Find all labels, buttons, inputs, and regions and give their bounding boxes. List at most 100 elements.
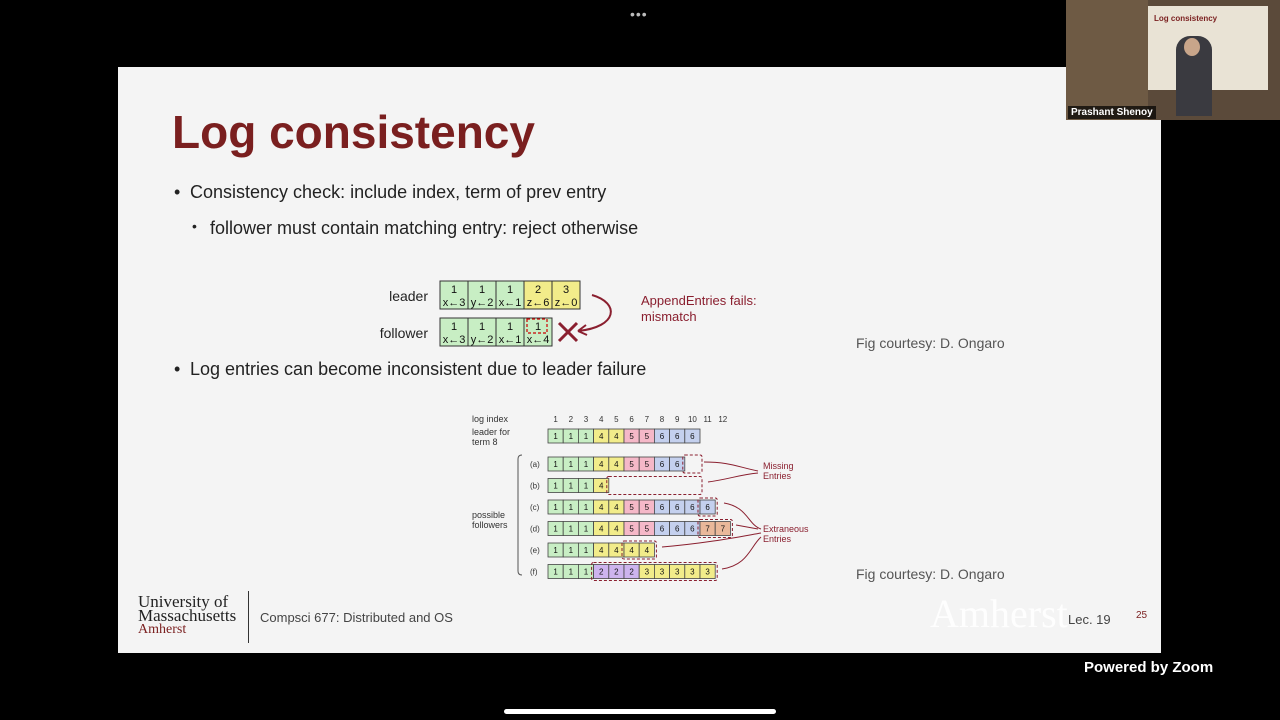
more-options-icon[interactable]: ••• [630, 6, 648, 22]
followers-bracket [518, 455, 522, 575]
log-entry-term: 1 [553, 525, 558, 534]
leader-log-entry: 1x←1 [496, 281, 524, 309]
log-entry-term: 3 [660, 568, 665, 577]
log-entry-term: 4 [599, 460, 604, 469]
leader-log-entry: 2z←6 [524, 281, 552, 309]
video-wall [1066, 0, 1148, 120]
entry-term: 1 [507, 321, 513, 333]
log-entry-term: 6 [690, 503, 695, 512]
entry-term: 1 [479, 321, 485, 333]
bullet-glyph: • [174, 359, 180, 380]
log-entry-term: 1 [553, 546, 558, 555]
log-entry-term: 3 [705, 568, 710, 577]
figure-2-credit: Fig courtesy: D. Ongaro [856, 566, 1005, 582]
log-entry-term: 5 [629, 460, 634, 469]
figure-1-credit: Fig courtesy: D. Ongaro [856, 335, 1005, 351]
log-entry-term: 4 [614, 503, 619, 512]
log-entry-term: 4 [614, 546, 619, 555]
follower-row-label: (e) [530, 546, 540, 555]
bullet-2-text: Log entries can become inconsistent due … [190, 359, 646, 380]
entry-command: z←6 [527, 297, 550, 309]
log-entry-term: 2 [614, 568, 619, 577]
log-entry-term: 1 [584, 432, 589, 441]
log-entry-term: 5 [645, 432, 650, 441]
mismatch-arrow [578, 295, 611, 331]
log-index-label: log index [472, 414, 509, 424]
log-index-number: 10 [688, 415, 697, 424]
follower-row-label: (c) [530, 503, 540, 512]
log-entry-term: 4 [599, 525, 604, 534]
entry-command: x←3 [443, 334, 466, 346]
log-entry-term: 6 [660, 503, 665, 512]
log-index-number: 4 [599, 415, 604, 424]
log-index-number: 8 [660, 415, 665, 424]
entry-term: 1 [507, 284, 513, 296]
dashed-highlight [607, 477, 702, 495]
log-entry-term: 1 [553, 432, 558, 441]
log-entry-term: 1 [569, 503, 574, 512]
extraneous-entries-label: Entries [763, 534, 792, 544]
log-entry-term: 4 [614, 432, 619, 441]
append-entries-figure: leader follower 1x←31y←21x←12z←63z←0 1x←… [368, 275, 788, 350]
log-entry-term: 6 [660, 460, 665, 469]
entry-command: x←4 [527, 334, 550, 346]
missing-arrows [704, 462, 758, 482]
log-entry-term: 5 [629, 432, 634, 441]
leader-for-label: leader for [472, 427, 510, 437]
log-entry-term: 6 [675, 432, 680, 441]
entry-term: 1 [535, 321, 541, 333]
log-entry-term: 4 [614, 525, 619, 534]
log-index-number: 1 [553, 415, 558, 424]
log-entry-term: 1 [584, 568, 589, 577]
log-entry-term: 6 [660, 525, 665, 534]
sub-bullet-1-text: follower must contain matching entry: re… [210, 218, 638, 239]
follower-row-label: (a) [530, 460, 540, 469]
mismatch-x-icon [559, 323, 577, 341]
log-entry-term: 1 [569, 482, 574, 491]
log-entry-term: 2 [599, 568, 604, 577]
log-entry-term: 5 [645, 460, 650, 469]
presentation-slide: Log consistency • Consistency check: inc… [118, 67, 1161, 653]
log-index-number: 5 [614, 415, 619, 424]
followers-label: followers [472, 520, 508, 530]
follower-log-entry: 1x←4 [524, 318, 552, 346]
log-entry-term: 1 [569, 568, 574, 577]
entry-command: x←1 [499, 334, 522, 346]
home-indicator[interactable] [504, 709, 776, 714]
log-index-number: 2 [569, 415, 574, 424]
log-entry-term: 3 [675, 568, 680, 577]
speaker-head [1184, 38, 1200, 56]
follower-logs-figure: log index 123456789101112 leader for ter… [468, 407, 828, 587]
dashed-highlight [683, 455, 702, 473]
log-entry-term: 2 [629, 568, 634, 577]
bullet-glyph: • [174, 182, 180, 203]
possible-label: possible [472, 510, 505, 520]
participant-video-tile[interactable]: Log consistency Prashant Shenoy [1066, 0, 1280, 120]
log-index-number: 9 [675, 415, 680, 424]
entry-term: 1 [451, 321, 457, 333]
slide-title: Log consistency [172, 105, 535, 159]
follower-row-label: (f) [530, 568, 538, 577]
follower-log-entry: 1x←3 [440, 318, 468, 346]
term-8-label: term 8 [472, 437, 498, 447]
entry-term: 1 [479, 284, 485, 296]
log-entry-term: 5 [629, 503, 634, 512]
log-entry-term: 6 [690, 432, 695, 441]
entry-term: 2 [535, 284, 541, 296]
log-entry-term: 7 [705, 525, 710, 534]
log-entry-term: 5 [645, 525, 650, 534]
log-entry-term: 1 [569, 546, 574, 555]
video-slide-title: Log consistency [1154, 14, 1217, 23]
page-number: 25 [1136, 610, 1147, 621]
logo-line-3: Amherst [138, 623, 236, 637]
log-entry-term: 6 [675, 525, 680, 534]
lecture-number: Lec. 19 [1068, 612, 1111, 627]
follower-label: follower [380, 325, 429, 341]
log-entry-term: 1 [553, 482, 558, 491]
log-entry-term: 1 [569, 432, 574, 441]
log-index-number: 11 [703, 415, 712, 424]
log-entry-term: 5 [629, 525, 634, 534]
log-entry-term: 1 [553, 503, 558, 512]
